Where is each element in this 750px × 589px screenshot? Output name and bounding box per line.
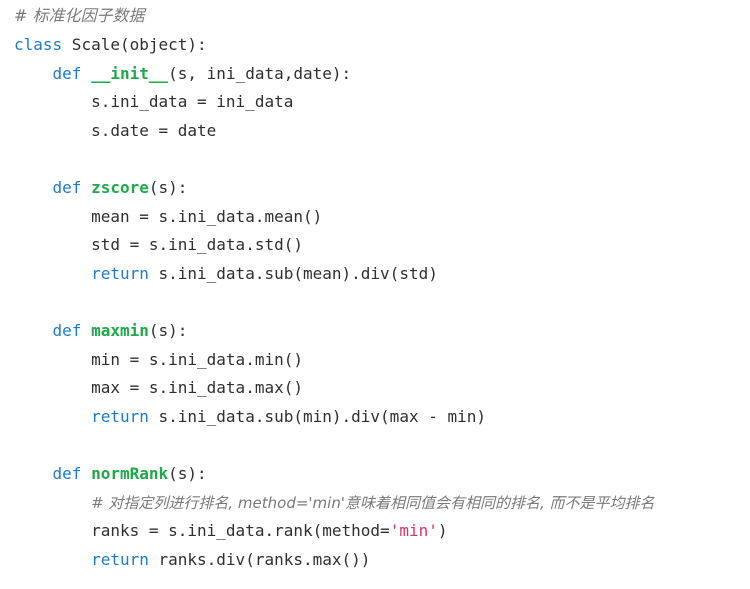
code-line-14: max = s.ini_data.max() [14, 378, 303, 398]
indent [14, 550, 91, 569]
keyword-def: def [52, 463, 82, 483]
indent [14, 264, 91, 283]
keyword-def: def [52, 63, 82, 83]
space [81, 464, 91, 483]
indent [14, 178, 53, 197]
code-line-5: s.date = date [14, 120, 217, 140]
indent [14, 64, 53, 83]
indent [14, 493, 91, 512]
space [81, 64, 91, 83]
function-name: __init__ [91, 63, 169, 83]
space [81, 321, 91, 340]
code-text: (s): [148, 320, 188, 340]
indent [14, 464, 53, 483]
code-line-13: min = s.ini_data.min() [14, 349, 303, 369]
indent [14, 321, 53, 340]
code-line-18: # 对指定列进行排名, method='min'意味着相同值会有相同的排名, 而… [14, 489, 744, 518]
code-line-17: def normRank(s): [14, 460, 744, 489]
keyword-return: return [91, 263, 149, 283]
code-text: ranks = s.ini_data.rank(method= [14, 521, 390, 541]
keyword-return: return [91, 406, 149, 426]
keyword-def: def [52, 177, 82, 197]
code-line-20: return ranks.div(ranks.max()) [14, 546, 744, 575]
keyword-def: def [52, 320, 82, 340]
space [81, 178, 91, 197]
code-line-15: return s.ini_data.sub(min).div(max - min… [14, 403, 744, 432]
code-block: # 标准化因子数据 class Scale(object): def __ini… [14, 0, 744, 574]
code-line-12: def maxmin(s): [14, 317, 744, 346]
code-line-1: # 标准化因子数据 [14, 0, 744, 31]
code-text: s.ini_data.sub(mean).div(std) [148, 263, 438, 283]
code-text: (s): [168, 463, 207, 483]
string-literal: 'min' [389, 521, 438, 541]
code-text: ranks.div(ranks.max()) [148, 549, 371, 569]
code-line-3: def __init__(s, ini_data,date): [14, 60, 744, 89]
code-line-19: ranks = s.ini_data.rank(method='min') [14, 517, 744, 546]
code-text: (s): [148, 177, 188, 197]
code-text: s.ini_data.sub(min).div(max - min) [148, 406, 487, 426]
code-line-11 [14, 288, 744, 317]
function-name: maxmin [91, 320, 149, 340]
comment: # 标准化因子数据 [14, 6, 145, 25]
code-line-8: mean = s.ini_data.mean() [14, 206, 323, 226]
code-line-4: s.ini_data = ini_data [14, 92, 294, 112]
code-line-6 [14, 145, 744, 174]
code-line-9: std = s.ini_data.std() [14, 235, 303, 255]
code-line-7: def zscore(s): [14, 174, 744, 203]
keyword-return: return [91, 549, 149, 569]
code-text: Scale(object): [62, 35, 207, 54]
keyword-class: class [14, 35, 63, 54]
function-name: zscore [91, 177, 149, 197]
code-text: ) [437, 521, 448, 541]
indent [14, 407, 91, 426]
comment: # 对指定列进行排名, method='min'意味着相同值会有相同的排名, 而… [91, 493, 655, 512]
code-line-2: class Scale(object): [14, 31, 744, 60]
code-line-16 [14, 431, 744, 460]
code-line-10: return s.ini_data.sub(mean).div(std) [14, 260, 744, 289]
function-name: normRank [91, 463, 169, 483]
code-text: (s, ini_data,date): [168, 63, 352, 83]
